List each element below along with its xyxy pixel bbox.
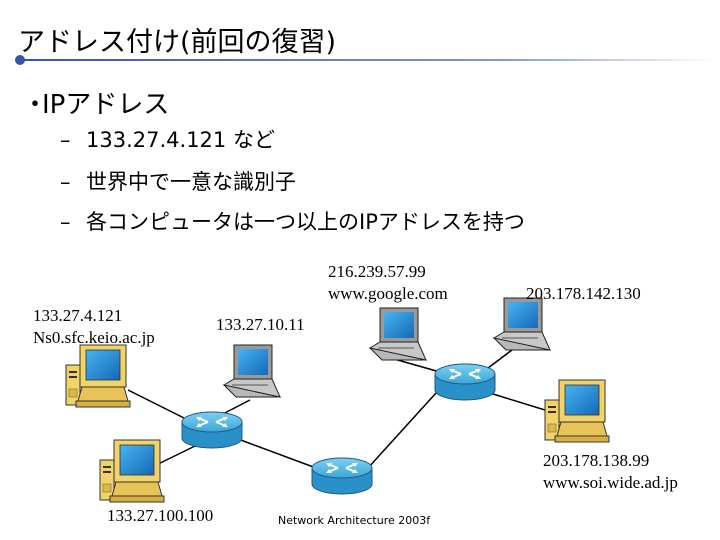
title-rule — [15, 55, 714, 65]
ip-address-text: 133.27.100.100 — [107, 506, 214, 525]
slide-title: アドレス付け(前回の復習) — [18, 27, 337, 58]
router-left-icon — [181, 411, 243, 449]
ip-address-text: 133.27.10.11 — [216, 315, 305, 334]
label-host-133-27-100-100: 133.27.100.100 — [107, 505, 213, 527]
subbullet-2: –世界中で一意な識別子 — [60, 170, 296, 194]
hostname-text: www.google.com — [328, 284, 448, 303]
laptop-icon — [369, 307, 427, 361]
subbullet-text: 世界中で一意な識別子 — [86, 170, 296, 194]
subbullet-1: –133.27.4.121 など — [60, 128, 275, 152]
laptop-icon — [223, 344, 281, 398]
link-desktop1-routerL — [127, 389, 189, 421]
ip-address-text: 133.27.4.121 — [33, 306, 123, 325]
laptop-icon — [493, 297, 551, 351]
link-routerL-routerC — [229, 435, 317, 469]
label-host-133-27-10-11: 133.27.10.11 — [216, 314, 305, 336]
desktop-icon — [99, 439, 165, 503]
link-laptop3-routerR — [487, 349, 513, 369]
bullet-ip-address: ・IPアドレス — [22, 84, 169, 121]
ip-address-text: 203.178.138.99 — [543, 451, 650, 470]
hostname-text: www.soi.wide.ad.jp — [543, 473, 678, 492]
bullet-text: IPアドレス — [42, 90, 170, 120]
subbullet-text: 各コンピュータは一つ以上のIPアドレスを持つ — [86, 210, 525, 234]
router-right-icon — [434, 363, 496, 401]
subbullet-3: –各コンピュータは一つ以上のIPアドレスを持つ — [60, 210, 525, 234]
hostname-text: Ns0.sfc.keio.ac.jp — [33, 328, 155, 347]
link-routerC-routerR — [367, 381, 447, 469]
ip-address-text: 203.178.142.130 — [526, 284, 641, 303]
ip-address-text: 216.239.57.99 — [328, 262, 426, 281]
label-host-google: 216.239.57.99 www.google.com — [328, 261, 448, 305]
desktop-icon — [65, 344, 131, 408]
footer-text: Network Architecture 2003f — [278, 514, 431, 527]
label-host-203-178-142-130: 203.178.142.130 — [526, 283, 641, 305]
label-host-133-27-4-121: 133.27.4.121 Ns0.sfc.keio.ac.jp — [33, 305, 155, 349]
subbullet-text: 133.27.4.121 など — [86, 128, 275, 152]
desktop-icon — [544, 379, 610, 443]
label-host-soi: 203.178.138.99 www.soi.wide.ad.jp — [543, 450, 678, 494]
router-center-icon — [311, 457, 373, 495]
